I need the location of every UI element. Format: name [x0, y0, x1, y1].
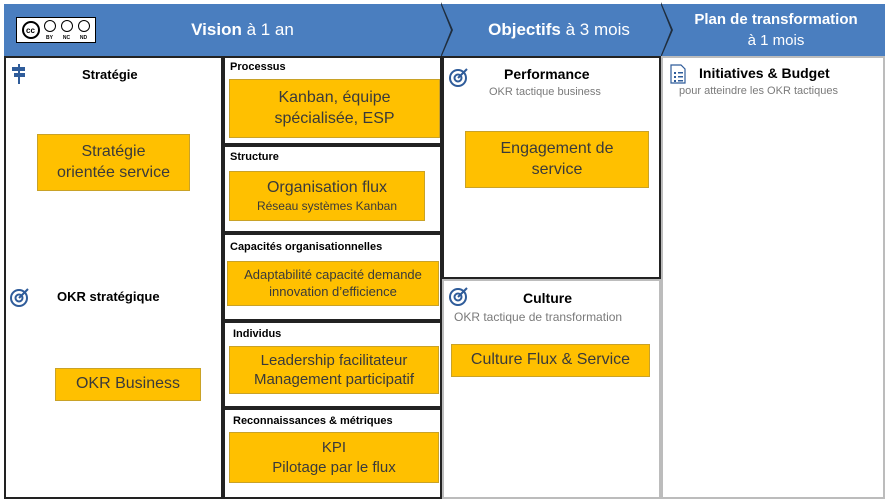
culture-subtitle: OKR tactique de transformation — [454, 310, 623, 324]
culture-title: Culture — [523, 290, 572, 306]
separator-arrow-2-inner — [661, 5, 671, 55]
structure-title: Structure — [230, 151, 279, 163]
strategie-panel — [4, 56, 223, 499]
individus-title: Individus — [233, 328, 282, 340]
plan-panel — [661, 56, 885, 499]
header-vision-rest: à 1 an — [241, 20, 294, 39]
target-icon — [10, 288, 29, 307]
reconnaissances-card: KPI Pilotage par le flux — [229, 432, 439, 483]
reconnaissances-title: Reconnaissances & métriques — [233, 415, 393, 427]
capacites-card: Adaptabilité capacité demande innovation… — [227, 261, 439, 306]
nc-icon — [60, 20, 73, 32]
okr-strategique-title: OKR stratégique — [57, 289, 160, 304]
target-icon — [449, 287, 468, 306]
cc-icon: cc — [21, 21, 40, 39]
license-badge: cc BY NC ND — [16, 17, 96, 43]
culture-card: Culture Flux & Service — [451, 344, 650, 377]
license-by: BY — [46, 35, 53, 41]
strategie-card: Stratégie orientée service — [37, 134, 190, 191]
header-plan: Plan de transformation à 1 mois — [661, 4, 885, 56]
individus-card: Leadership facilitateur Management parti… — [229, 346, 439, 394]
structure-card: Organisation flux Réseau systèmes Kanban — [229, 171, 425, 221]
performance-card: Engagement de service — [465, 131, 649, 188]
header-plan-line1: Plan de transformation — [694, 11, 858, 28]
header-objectifs: Objectifs à 3 mois — [441, 4, 661, 56]
license-nc: NC — [62, 35, 71, 41]
performance-title: Performance — [504, 66, 590, 82]
nd-icon — [77, 20, 90, 32]
capacites-title: Capacités organisationnelles — [230, 241, 383, 253]
checklist-icon — [670, 64, 686, 84]
by-icon — [43, 20, 56, 32]
header-objectifs-rest: à 3 mois — [560, 20, 630, 39]
strategie-title: Stratégie — [82, 67, 138, 82]
okr-business-card: OKR Business — [55, 368, 201, 401]
header-vision-bold: Vision — [191, 20, 242, 39]
signpost-icon — [12, 64, 25, 84]
header-plan-line2: à 1 mois — [747, 32, 805, 49]
target-icon — [449, 68, 468, 87]
initiatives-title: Initiatives & Budget — [699, 65, 830, 81]
header-objectifs-bold: Objectifs — [488, 20, 561, 39]
culture-panel — [442, 279, 661, 499]
processus-card: Kanban, équipe spécialisée, ESP — [229, 79, 440, 138]
initiatives-subtitle: pour atteindre les OKR tactiques — [679, 85, 838, 97]
performance-subtitle: OKR tactique business — [489, 86, 601, 98]
processus-title: Processus — [230, 61, 286, 73]
separator-arrow-1-inner — [441, 5, 451, 55]
license-nd: ND — [79, 35, 88, 41]
